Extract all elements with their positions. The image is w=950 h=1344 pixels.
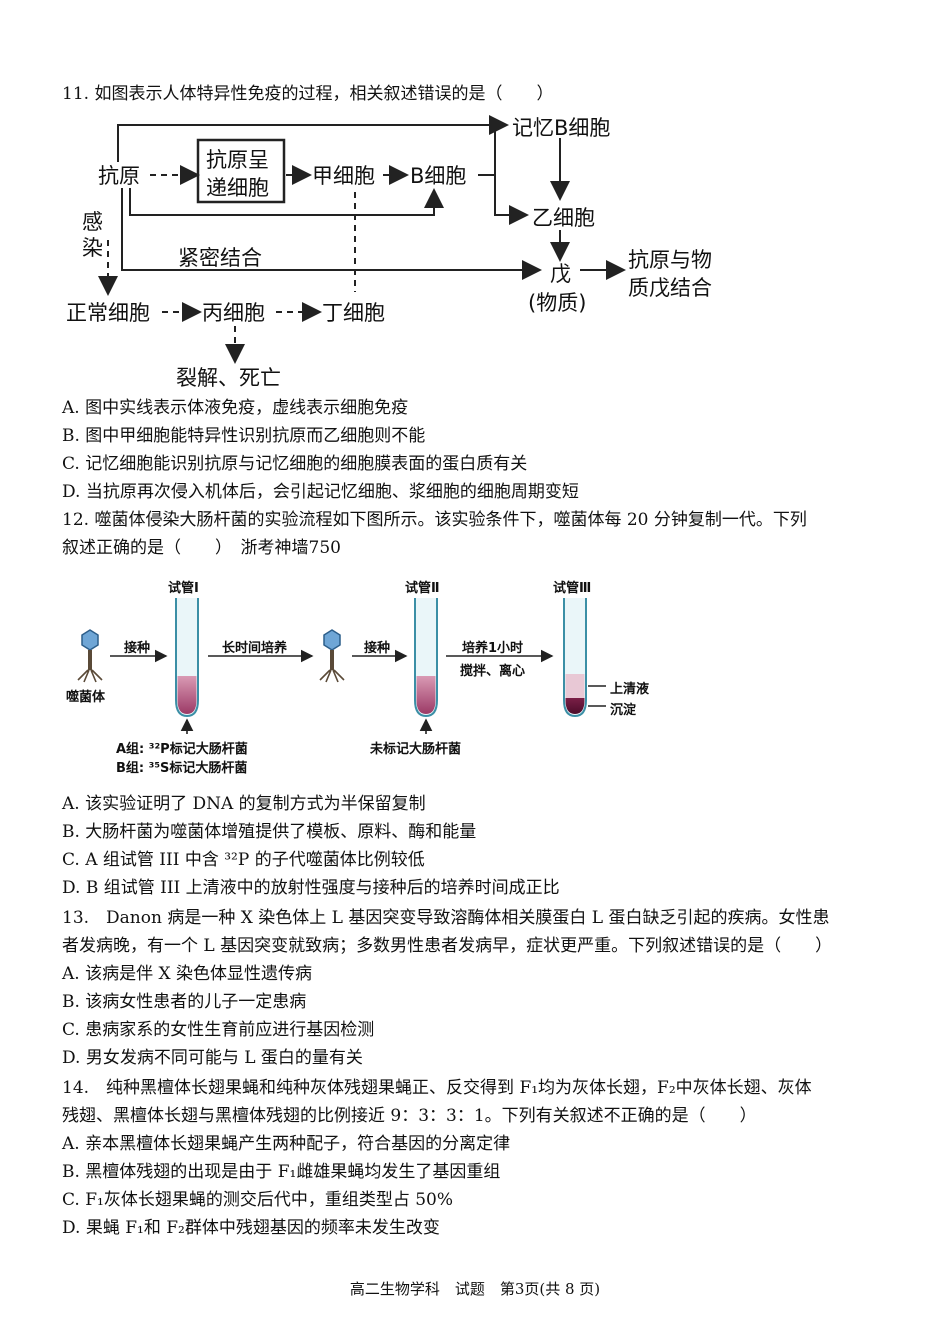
q11-tight-bind: 紧密结合 [178,246,262,270]
q11-apc-line2: 递细胞 [206,176,269,200]
q11-infect-2: 染 [82,236,103,260]
q14-stem-2: 残翅、黑檀体长翅与黑檀体残翅的比例接近 9：3：3：1。下列有关叙述不正确的是（… [62,1106,757,1126]
q13-option-a: A. 该病是伴 X 染色体显性遗传病 [62,964,312,984]
q12-long-culture: 长时间培养 [222,641,288,656]
q12-group-a: A组: ³²P标记大肠杆菌 [116,742,248,757]
q12-stem-1: 12. 噬菌体侵染大肠杆菌的实验流程如下图所示。该实验条件下，噬菌体每 20 分… [62,510,807,530]
q12-stir: 搅拌、离心 [460,664,526,679]
q11-result-2: 质戊结合 [628,276,712,300]
q12-tube2-label: 试管Ⅱ [405,581,440,596]
q11-result-1: 抗原与物 [628,248,712,272]
q12-tube1-label: 试管Ⅰ [168,581,199,596]
tube-3 [563,598,587,718]
q12-option-d: D. B 组试管 III 上清液中的放射性强度与接种后的培养时间成正比 [62,878,560,898]
q11-antigen: 抗原 [98,164,140,188]
phage-icon-2 [319,629,345,683]
q11-cell-jia: 甲细胞 [312,164,375,188]
q11-cell-yi: 乙细胞 [532,206,595,230]
q11-cell-bing: 丙细胞 [202,301,265,325]
q12-tube3-label: 试管Ⅲ [553,581,592,596]
q12-diagram [77,598,606,734]
q12-sediment: 沉淀 [610,703,637,718]
q12-group-b: B组: ³⁵S标记大肠杆菌 [116,761,248,776]
q12-option-b: B. 大肠杆菌为噬菌体增殖提供了模板、原料、酶和能量 [62,822,477,842]
tube-2 [414,598,438,718]
q11-stem: 11. 如图表示人体特异性免疫的过程，相关叙述错误的是（ ） [62,84,554,104]
q12-culture-1h: 培养1小时 [462,641,524,656]
q11-option-d: D. 当抗原再次侵入机体后，会引起记忆细胞、浆细胞的细胞周期变短 [62,482,579,502]
q13-stem-2: 者发病晚，有一个 L 基因突变就致病；多数男性患者发病早，症状更严重。下列叙述错… [62,936,833,956]
q11-cell-ding: 丁细胞 [322,301,385,325]
q11-option-b: B. 图中甲细胞能特异性识别抗原而乙细胞则不能 [62,426,426,446]
q13-option-b: B. 该病女性患者的儿子一定患病 [62,992,307,1012]
q11-memory-b: 记忆B细胞 [512,116,611,140]
q14-stem-1: 14. 纯种黑檀体长翅果蝇和纯种灰体残翅果蝇正、反交得到 F₁均为灰体长翅，F₂… [62,1078,812,1098]
q12-unlabeled: 未标记大肠杆菌 [370,742,462,757]
q11-option-c: C. 记忆细胞能识别抗原与记忆细胞的细胞膜表面的蛋白质有关 [62,454,528,474]
q11-wu-sub: (物质) [528,291,587,315]
q11-infect-1: 感 [82,210,103,234]
q11-apc-line1: 抗原呈 [206,148,269,172]
q12-inoculate-1: 接种 [124,641,151,656]
q11-normal-cell: 正常细胞 [66,301,150,325]
q12-option-a: A. 该实验证明了 DNA 的复制方式为半保留复制 [62,794,426,814]
q12-phage-label: 噬菌体 [66,690,106,705]
q11-lysis: 裂解、死亡 [176,366,281,390]
q14-option-b: B. 黑檀体残翅的出现是由于 F₁雌雄果蝇均发生了基因重组 [62,1162,501,1182]
tube-1 [175,598,199,718]
q11-b-cell: B细胞 [410,164,467,188]
page-footer: 高二生物学科 试题 第3页(共 8 页) [349,1280,601,1298]
phage-icon [77,629,103,683]
q12-stem-2: 叙述正确的是（ ） 浙考神墙750 [62,538,341,558]
q11-option-a: A. 图中实线表示体液免疫，虚线表示细胞免疫 [62,398,409,418]
q13-option-d: D. 男女发病不同可能与 L 蛋白的量有关 [62,1048,363,1068]
q13-option-c: C. 患病家系的女性生育前应进行基因检测 [62,1020,375,1040]
q13-stem-1: 13. Danon 病是一种 X 染色体上 L 基因突变导致溶酶体相关膜蛋白 L… [62,908,830,928]
q12-option-c: C. A 组试管 III 中含 ³²P 的子代噬菌体比例较低 [62,850,425,870]
q14-option-a: A. 亲本黑檀体长翅果蝇产生两种配子，符合基因的分离定律 [62,1134,511,1154]
q11-diagram-lines [98,115,626,364]
q12-inoculate-2: 接种 [364,641,391,656]
q11-wu: 戊 [550,262,571,286]
q12-supernatant: 上清液 [610,682,650,697]
q14-option-d: D. 果蝇 F₁和 F₂群体中残翅基因的频率未发生改变 [62,1218,440,1238]
q14-option-c: C. F₁灰体长翅果蝇的测交后代中，重组类型占 50% [62,1190,454,1210]
